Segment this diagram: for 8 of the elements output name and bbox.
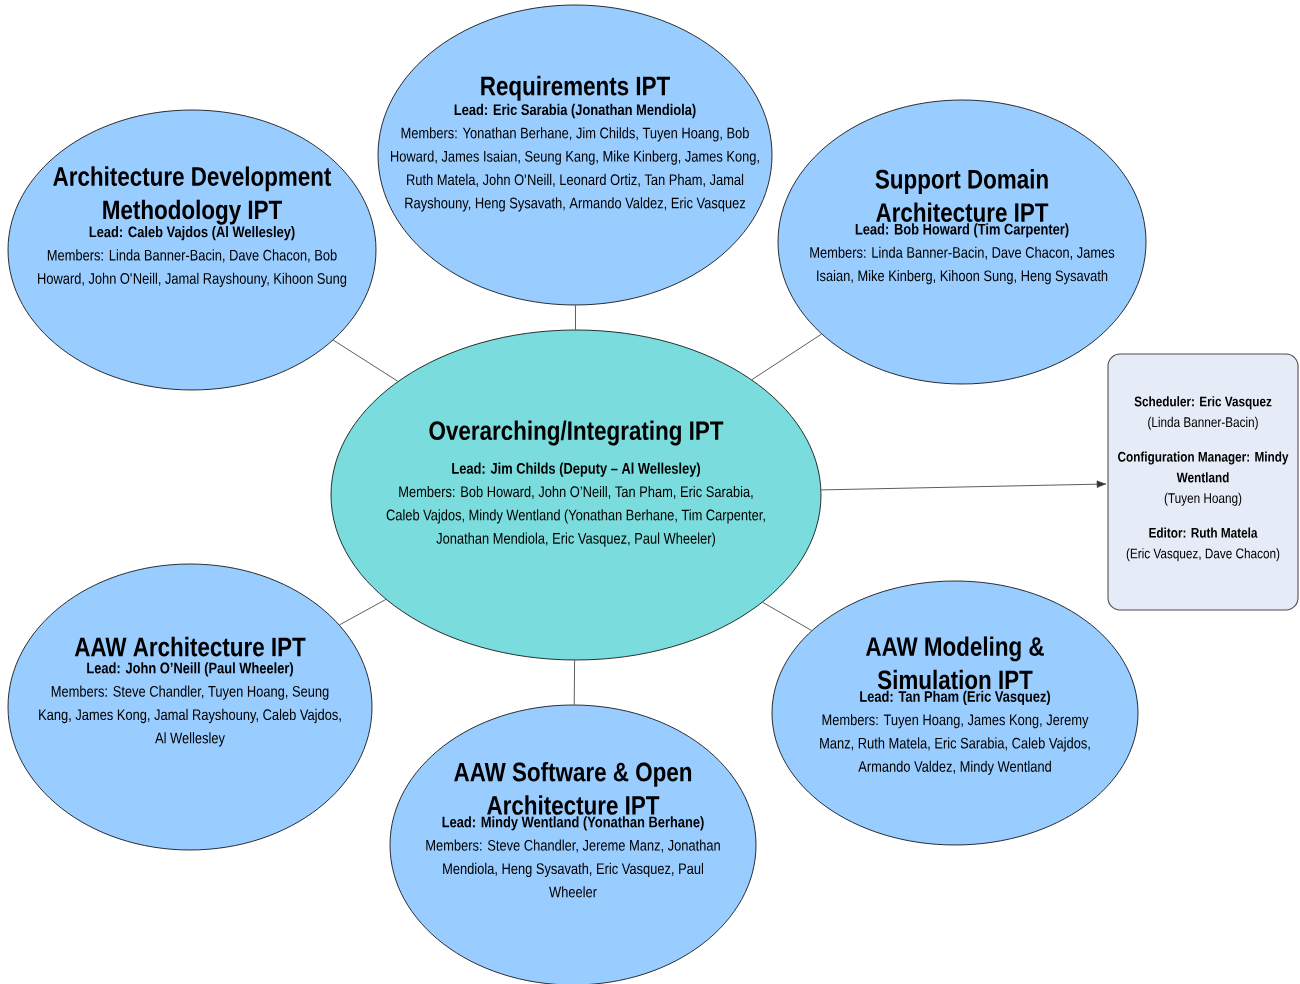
arrow xyxy=(820,480,1107,491)
connector-line xyxy=(762,601,812,631)
roles-box: Scheduler: Eric Vasquez (Linda Banner-Bacin) Configuration Manager: Mindy Wentland (Tuyen Hoang) Editor: Ruth Matela (Eric Vasquez, Dave Chacon) xyxy=(1107,353,1299,611)
connector-line xyxy=(339,599,387,626)
connector-line xyxy=(751,333,822,381)
connector-line xyxy=(332,339,399,382)
connector-line xyxy=(573,660,575,705)
connector-line xyxy=(575,305,576,330)
